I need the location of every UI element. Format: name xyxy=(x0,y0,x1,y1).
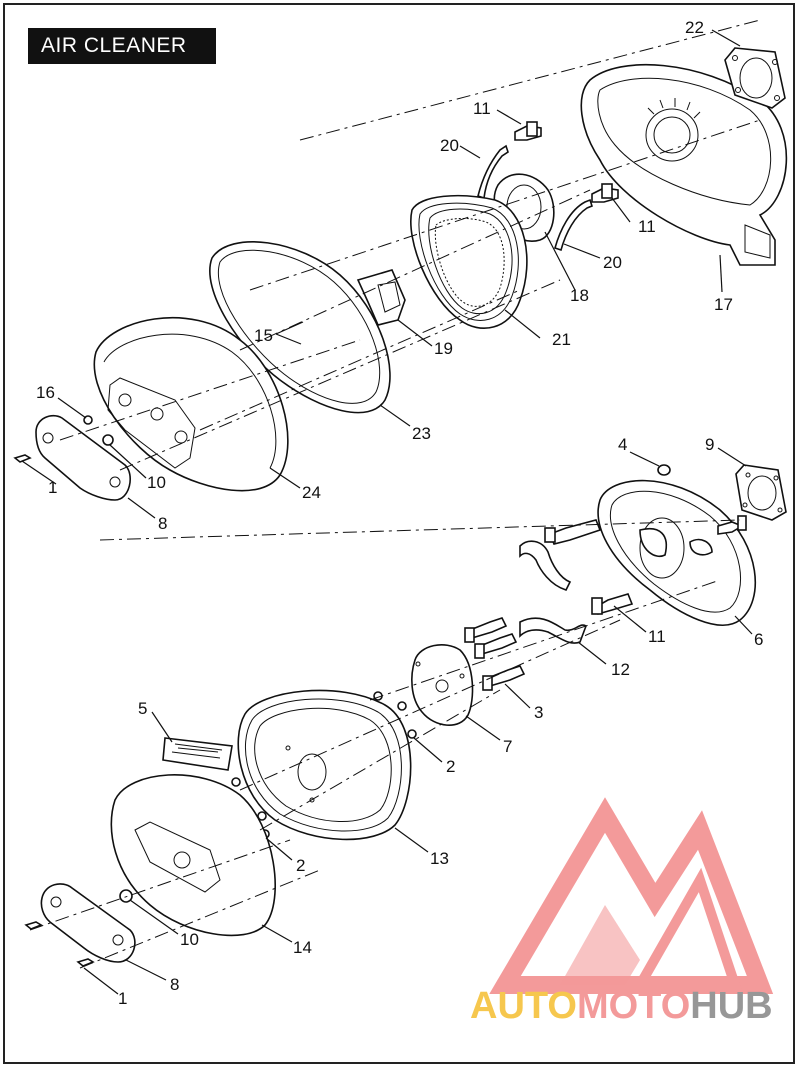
breather-hose-upper xyxy=(477,144,509,200)
callout-24: 24 xyxy=(302,483,321,502)
callout-labels: 22 11 20 11 20 18 17 15 19 21 16 23 10 1… xyxy=(36,18,763,1008)
breather-bolt-upper xyxy=(514,121,542,141)
brand-watermark: AUTOMOTOHUB xyxy=(470,797,774,1027)
breather-hose-lower xyxy=(554,198,593,252)
cover-upper-24 xyxy=(93,317,289,492)
callout-18: 18 xyxy=(570,286,589,305)
screw-1-upper xyxy=(13,454,32,463)
screws-1-lower xyxy=(24,921,95,967)
brand-part-hub: HUB xyxy=(690,985,772,1027)
callout-11-upper: 11 xyxy=(473,99,491,118)
breather-fitting-left xyxy=(544,519,602,545)
callout-21: 21 xyxy=(552,330,571,349)
callout-19: 19 xyxy=(434,339,453,358)
leader-lines xyxy=(21,29,753,995)
callout-20-upper: 20 xyxy=(440,136,459,155)
gasket-22 xyxy=(724,47,786,109)
gasket-9 xyxy=(735,464,787,521)
nut-10-lower xyxy=(119,889,133,903)
callout-1-lower: 1 xyxy=(118,989,127,1008)
breather-tube-12 xyxy=(519,617,587,644)
backplate-housing xyxy=(580,63,788,266)
cover-lower-14 xyxy=(110,774,276,937)
backplate-lower xyxy=(597,479,757,626)
hollow-bolts-3 xyxy=(464,617,526,691)
callout-20-lower: 20 xyxy=(603,253,622,272)
callout-8-lower: 8 xyxy=(170,975,179,994)
label-plate-5 xyxy=(162,737,233,771)
trim-plate-upper xyxy=(35,414,131,501)
breather-fitting-right xyxy=(717,515,747,535)
callout-22: 22 xyxy=(685,18,704,37)
brand-part-auto: AUTO xyxy=(470,985,577,1027)
callout-13: 13 xyxy=(430,849,449,868)
washer-4 xyxy=(657,464,671,476)
filter-element-upper xyxy=(410,194,528,329)
brand-triangle-logo-icon xyxy=(489,797,774,994)
page-border xyxy=(3,3,795,1064)
trim-plate-lower xyxy=(40,883,136,963)
callout-11-lower: 11 xyxy=(648,627,666,646)
callout-17: 17 xyxy=(714,295,733,314)
assembly-axis-lines xyxy=(29,19,761,969)
callout-7: 7 xyxy=(503,737,512,756)
callout-3: 3 xyxy=(534,703,543,722)
callout-23: 23 xyxy=(412,424,431,443)
callout-6: 6 xyxy=(754,630,763,649)
callout-5: 5 xyxy=(138,699,147,718)
brand-part-moto: MOTO xyxy=(577,985,690,1027)
brand-name: AUTOMOTOHUB xyxy=(470,985,773,1027)
callout-9: 9 xyxy=(705,435,714,454)
callout-10-upper: 10 xyxy=(147,473,166,492)
callout-11-mid: 11 xyxy=(638,217,656,236)
filter-element-lower xyxy=(237,689,412,841)
callout-4: 4 xyxy=(618,435,627,454)
callout-2-lower: 2 xyxy=(296,856,305,875)
diagram-title: AIR CLEANER xyxy=(28,28,216,64)
callout-1-upper: 1 xyxy=(48,478,57,497)
plate-7 xyxy=(411,644,474,726)
breather-bolt-lower xyxy=(591,593,634,615)
callout-12: 12 xyxy=(611,660,630,679)
callout-15: 15 xyxy=(254,326,273,345)
callout-10-lower: 10 xyxy=(180,930,199,949)
callout-16: 16 xyxy=(36,383,55,402)
callout-14: 14 xyxy=(293,938,312,957)
callout-2-upper: 2 xyxy=(446,757,455,776)
nut-10-upper xyxy=(102,434,114,446)
breather-bolt-mid xyxy=(591,183,619,203)
breather-hose-piece xyxy=(519,540,572,591)
callout-8-upper: 8 xyxy=(158,514,167,533)
